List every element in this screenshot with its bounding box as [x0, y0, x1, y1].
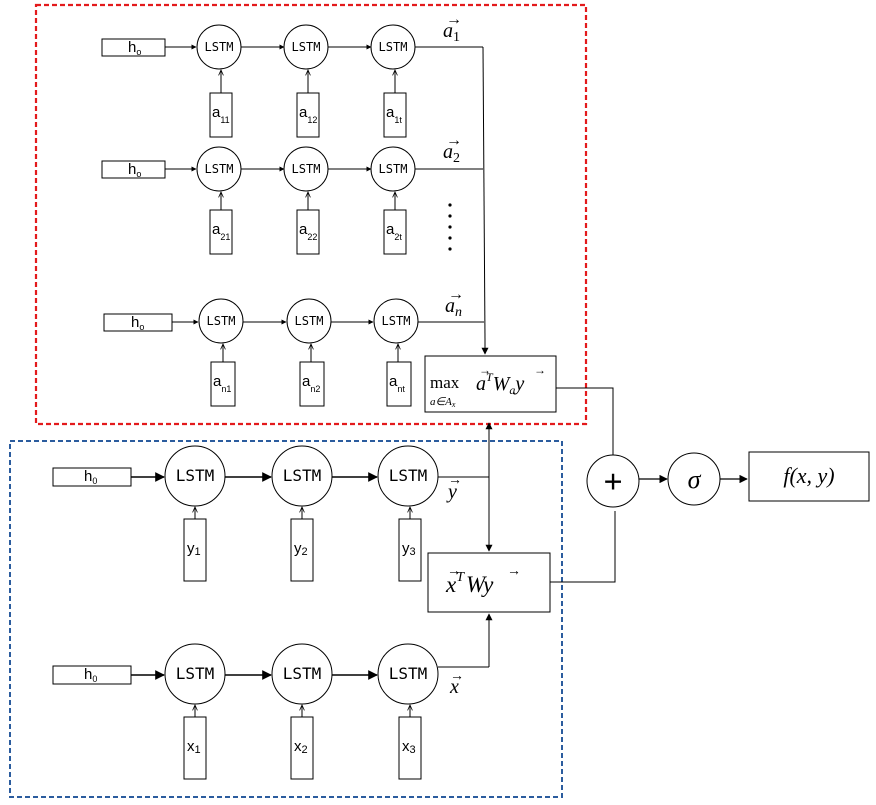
input-box: [299, 361, 325, 407]
input-label: a2t: [386, 221, 402, 242]
lstm-label: LSTM: [283, 664, 322, 683]
input-label: x1: [187, 738, 201, 756]
lstm-label: LSTM: [379, 162, 408, 176]
bottom-row-y: h0 LSTM LSTM LSTM y1 y2 y3 y →: [52, 445, 489, 582]
bottom-group-border: [9, 440, 563, 798]
lstm-cell: [373, 298, 419, 344]
input-box: [210, 361, 236, 407]
vector-arrow: →: [450, 669, 464, 684]
sigma-icon: σ: [688, 465, 702, 494]
vector-arrow: →: [448, 286, 464, 303]
lstm-label: LSTM: [382, 314, 411, 328]
h0-label: h0: [84, 666, 97, 684]
h0-label: h0: [84, 468, 97, 486]
vector-arrow: →: [446, 11, 462, 28]
sum-node: +: [586, 454, 640, 508]
max-attention-box: max a∈Ax aTWay → →: [424, 355, 557, 413]
plus-icon: +: [603, 464, 622, 501]
output-vector-label: a2: [443, 141, 460, 166]
lstm-label: LSTM: [176, 664, 215, 683]
lstm-cell: [164, 445, 226, 507]
top-row-2: ho LSTM LSTM LSTM a21 a22 a2t a2 →: [101, 132, 483, 255]
lstm-cell: [377, 445, 439, 507]
bilinear-expression: xTWy: [445, 570, 494, 597]
input-box: [386, 361, 412, 407]
vector-arrow: →: [507, 564, 521, 579]
bottom-row-x: h0 LSTM LSTM LSTM x1 x2 x3 x →: [52, 643, 489, 780]
top-row-n: ho LSTM LSTM LSTM an1 an2 ant an →: [103, 286, 484, 407]
output-vector-label: y: [446, 481, 457, 503]
top-group-border: [34, 3, 588, 426]
lstm-label: LSTM: [389, 466, 428, 485]
lstm-cell: [164, 643, 226, 705]
bilinear-box: xTWy → →: [427, 552, 551, 613]
input-label: a12: [299, 104, 317, 125]
output-vector-label: x: [449, 676, 459, 698]
output-vector-label: a1: [443, 20, 460, 45]
input-label: an2: [302, 373, 320, 394]
input-label: x2: [294, 738, 308, 756]
output-box: f(x, y): [748, 451, 870, 502]
lstm-label: LSTM: [292, 162, 321, 176]
lstm-label: LSTM: [379, 40, 408, 54]
lstm-label: LSTM: [283, 466, 322, 485]
vector-arrow: →: [446, 132, 462, 149]
lstm-label: LSTM: [207, 314, 236, 328]
lstm-cell: [377, 643, 439, 705]
lstm-label: LSTM: [292, 40, 321, 54]
input-label: a1t: [386, 104, 402, 125]
lstm-label: LSTM: [205, 40, 234, 54]
lstm-cell: [271, 643, 333, 705]
lstm-label: LSTM: [176, 466, 215, 485]
input-label: a22: [299, 221, 317, 242]
input-label: ant: [389, 373, 405, 394]
ellipsis: [448, 203, 452, 251]
vector-arrow: →: [479, 363, 491, 377]
lstm-label: LSTM: [389, 664, 428, 683]
vector-arrow: →: [447, 564, 461, 579]
input-label: an1: [213, 373, 231, 394]
input-label: a11: [212, 104, 230, 125]
h0-label: ho: [131, 314, 144, 332]
input-label: a21: [212, 221, 230, 242]
input-label: x3: [402, 738, 416, 756]
max-subscript: a∈Ax: [430, 396, 456, 409]
lstm-cell: [198, 298, 244, 344]
lstm-cell: [271, 445, 333, 507]
lstm-cell: [286, 298, 332, 344]
output-vector-label: an: [445, 295, 462, 320]
input-label: y2: [294, 540, 308, 558]
h0-label: ho: [128, 39, 141, 57]
top-row-1: ho LSTM LSTM LSTM a11 a12 a1t a1 →: [101, 11, 483, 138]
lstm-label: LSTM: [295, 314, 324, 328]
vector-arrow: →: [448, 473, 462, 488]
output-label: f(x, y): [783, 463, 834, 488]
max-operator: max: [430, 373, 460, 392]
max-expression: aTWay: [476, 370, 524, 397]
input-label: y3: [402, 540, 416, 558]
lstm-label: LSTM: [205, 162, 234, 176]
input-label: y1: [187, 540, 201, 558]
vector-arrow: →: [534, 363, 546, 377]
h0-label: ho: [128, 161, 141, 179]
sigma-node: σ: [667, 452, 721, 506]
